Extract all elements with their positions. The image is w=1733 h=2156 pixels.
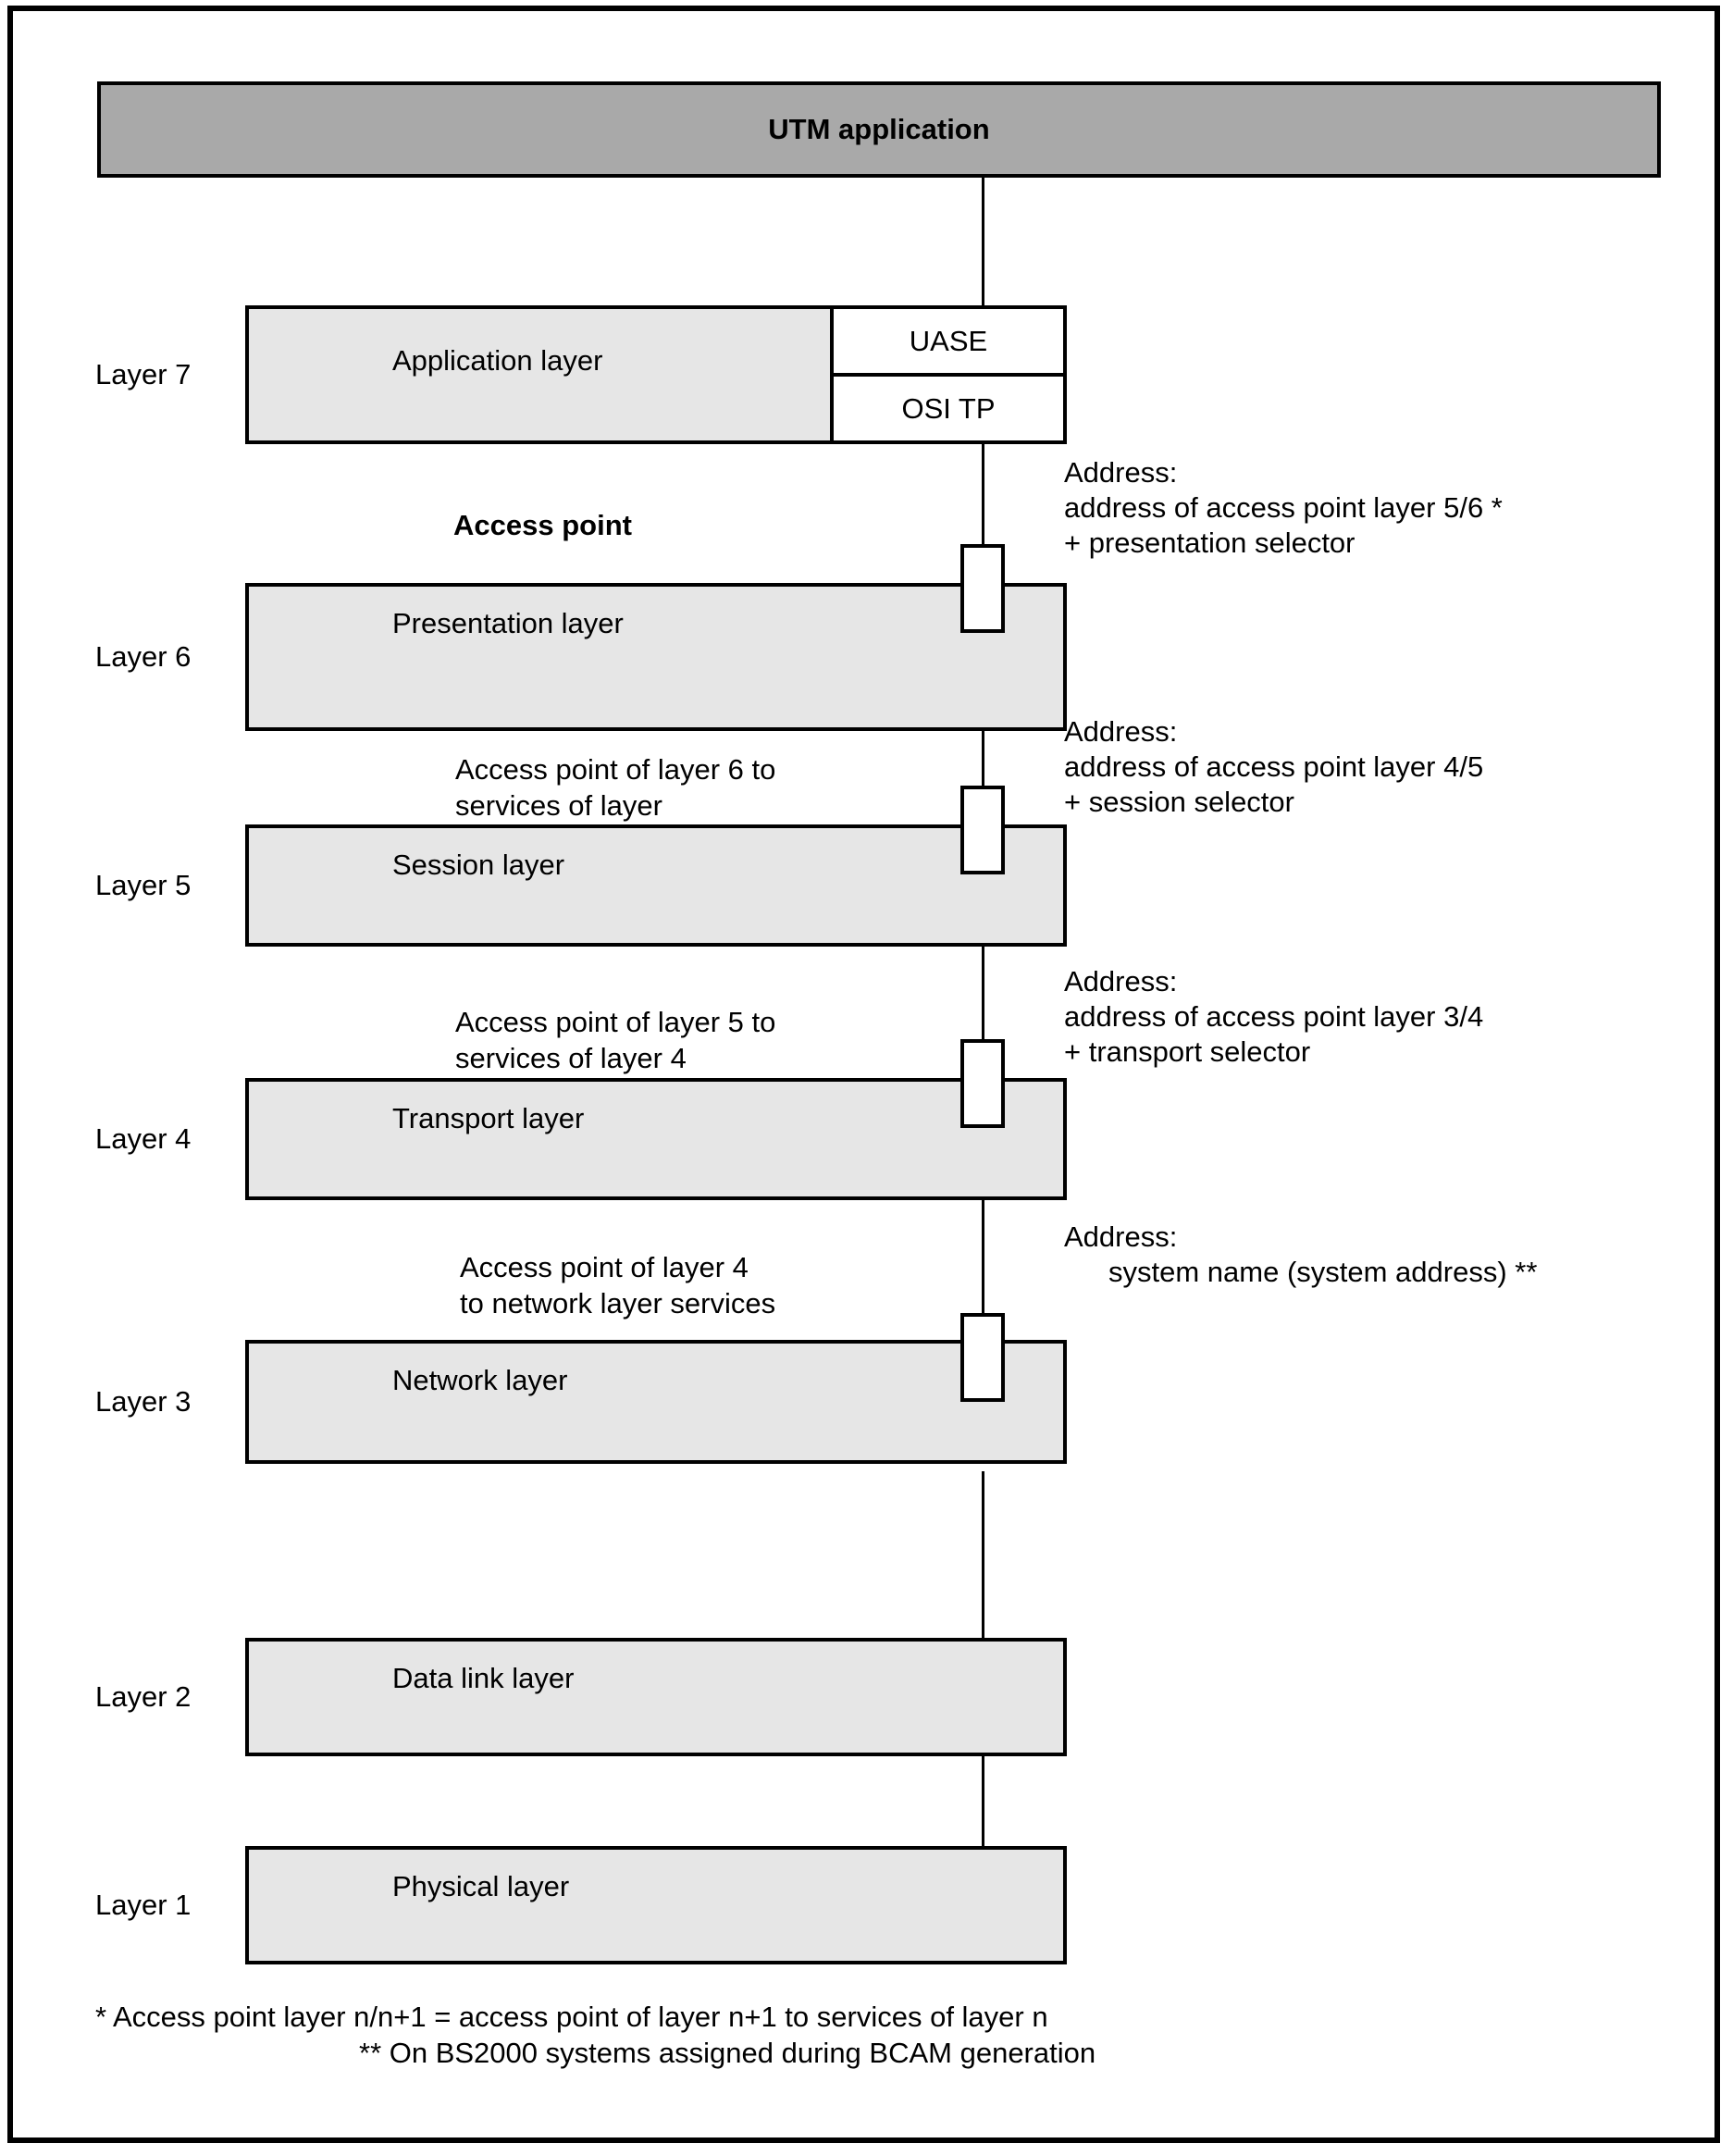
access-point-note-layer5-line1: Access point of layer 5 to	[455, 1006, 776, 1038]
access-point-note-layer4-line2: to network layer services	[460, 1287, 776, 1320]
access-point-note-layer6-line1: Access point of layer 6 to	[455, 753, 776, 786]
address-note-presentation: Address: address of access point layer 5…	[1064, 455, 1503, 561]
side-label-layer5: Layer 5	[95, 869, 192, 901]
uase-box: UASE	[834, 309, 1063, 377]
side-label-layer7: Layer 7	[95, 358, 192, 390]
address-note-presentation-line2: + presentation selector	[1064, 527, 1355, 559]
uase-label: UASE	[909, 324, 988, 357]
side-label-layer6: Layer 6	[95, 640, 192, 673]
access-point-heading: Access point	[453, 509, 632, 541]
data-link-layer-label: Data link layer	[392, 1662, 575, 1694]
side-label-layer2: Layer 2	[95, 1680, 192, 1713]
application-layer-cell: Application layer	[249, 309, 834, 440]
utm-application-bar: UTM application	[97, 81, 1661, 178]
address-note-transport-line2: + transport selector	[1064, 1035, 1311, 1068]
connector-line-session-to-transport	[982, 945, 984, 1039]
address-note-network-title: Address:	[1064, 1220, 1178, 1253]
physical-layer-label: Physical layer	[392, 1870, 570, 1902]
osi-tp-box: OSI TP	[834, 377, 1063, 440]
osi-tp-label: OSI TP	[901, 391, 996, 425]
connector-line-presentation-to-session	[982, 729, 984, 787]
address-note-network: Address: system name (system address) **	[1064, 1220, 1537, 1290]
layer7-sub-column: UASE OSI TP	[834, 309, 1063, 440]
address-note-session-line1: address of access point layer 4/5	[1064, 750, 1484, 783]
side-label-layer1: Layer 1	[95, 1889, 192, 1921]
connector-line-ositp-to-presentation	[982, 442, 984, 546]
address-note-session-title: Address:	[1064, 715, 1178, 748]
access-point-note-layer4: Access point of layer 4 to network layer…	[460, 1249, 775, 1321]
address-note-transport-title: Address:	[1064, 965, 1178, 997]
access-point-socket-transport	[960, 1039, 1005, 1128]
connector-line-transport-to-network	[982, 1198, 984, 1313]
access-point-note-layer4-line1: Access point of layer 4	[460, 1251, 749, 1283]
transport-layer-label: Transport layer	[392, 1102, 585, 1134]
connector-line-utm-to-uase	[982, 176, 984, 307]
address-note-session-line2: + session selector	[1064, 786, 1294, 818]
address-note-transport: Address: address of access point layer 3…	[1064, 964, 1483, 1070]
footnote-access-point: * Access point layer n/n+1 = access poin…	[95, 2001, 1048, 2033]
connector-line-network-to-datalink	[982, 1471, 984, 1640]
access-point-note-layer6-line2: services of layer	[455, 789, 662, 822]
layer4-box: Transport layer	[245, 1078, 1067, 1200]
access-point-note-layer6: Access point of layer 6 to services of l…	[455, 751, 775, 824]
footnote-bs2000: ** On BS2000 systems assigned during BCA…	[359, 2037, 1096, 2069]
layer3-box: Network layer	[245, 1340, 1067, 1464]
layer5-box: Session layer	[245, 824, 1067, 947]
access-point-socket-network	[960, 1313, 1005, 1402]
session-layer-label: Session layer	[392, 849, 565, 881]
network-layer-label: Network layer	[392, 1364, 568, 1396]
layer1-box: Physical layer	[245, 1846, 1067, 1964]
access-point-note-layer5: Access point of layer 5 to services of l…	[455, 1004, 775, 1076]
layer7-box: Application layer UASE OSI TP	[245, 305, 1067, 444]
address-note-presentation-line1: address of access point layer 5/6 *	[1064, 491, 1503, 524]
page-border	[7, 6, 1720, 2143]
layer2-box: Data link layer	[245, 1638, 1067, 1756]
access-point-socket-presentation	[960, 544, 1005, 633]
address-note-session: Address: address of access point layer 4…	[1064, 714, 1483, 820]
side-label-layer3: Layer 3	[95, 1385, 192, 1418]
application-layer-label: Application layer	[392, 344, 603, 377]
layer6-box: Presentation layer	[245, 583, 1067, 731]
access-point-note-layer5-line2: services of layer 4	[455, 1042, 687, 1074]
access-point-socket-session	[960, 786, 1005, 874]
address-note-network-line1: system name (system address) **	[1108, 1256, 1538, 1288]
address-note-presentation-title: Address:	[1064, 456, 1178, 489]
presentation-layer-label: Presentation layer	[392, 607, 624, 639]
utm-application-title: UTM application	[768, 113, 990, 145]
address-note-transport-line1: address of access point layer 3/4	[1064, 1000, 1484, 1033]
side-label-layer4: Layer 4	[95, 1122, 192, 1155]
connector-line-datalink-to-physical	[982, 1754, 984, 1848]
